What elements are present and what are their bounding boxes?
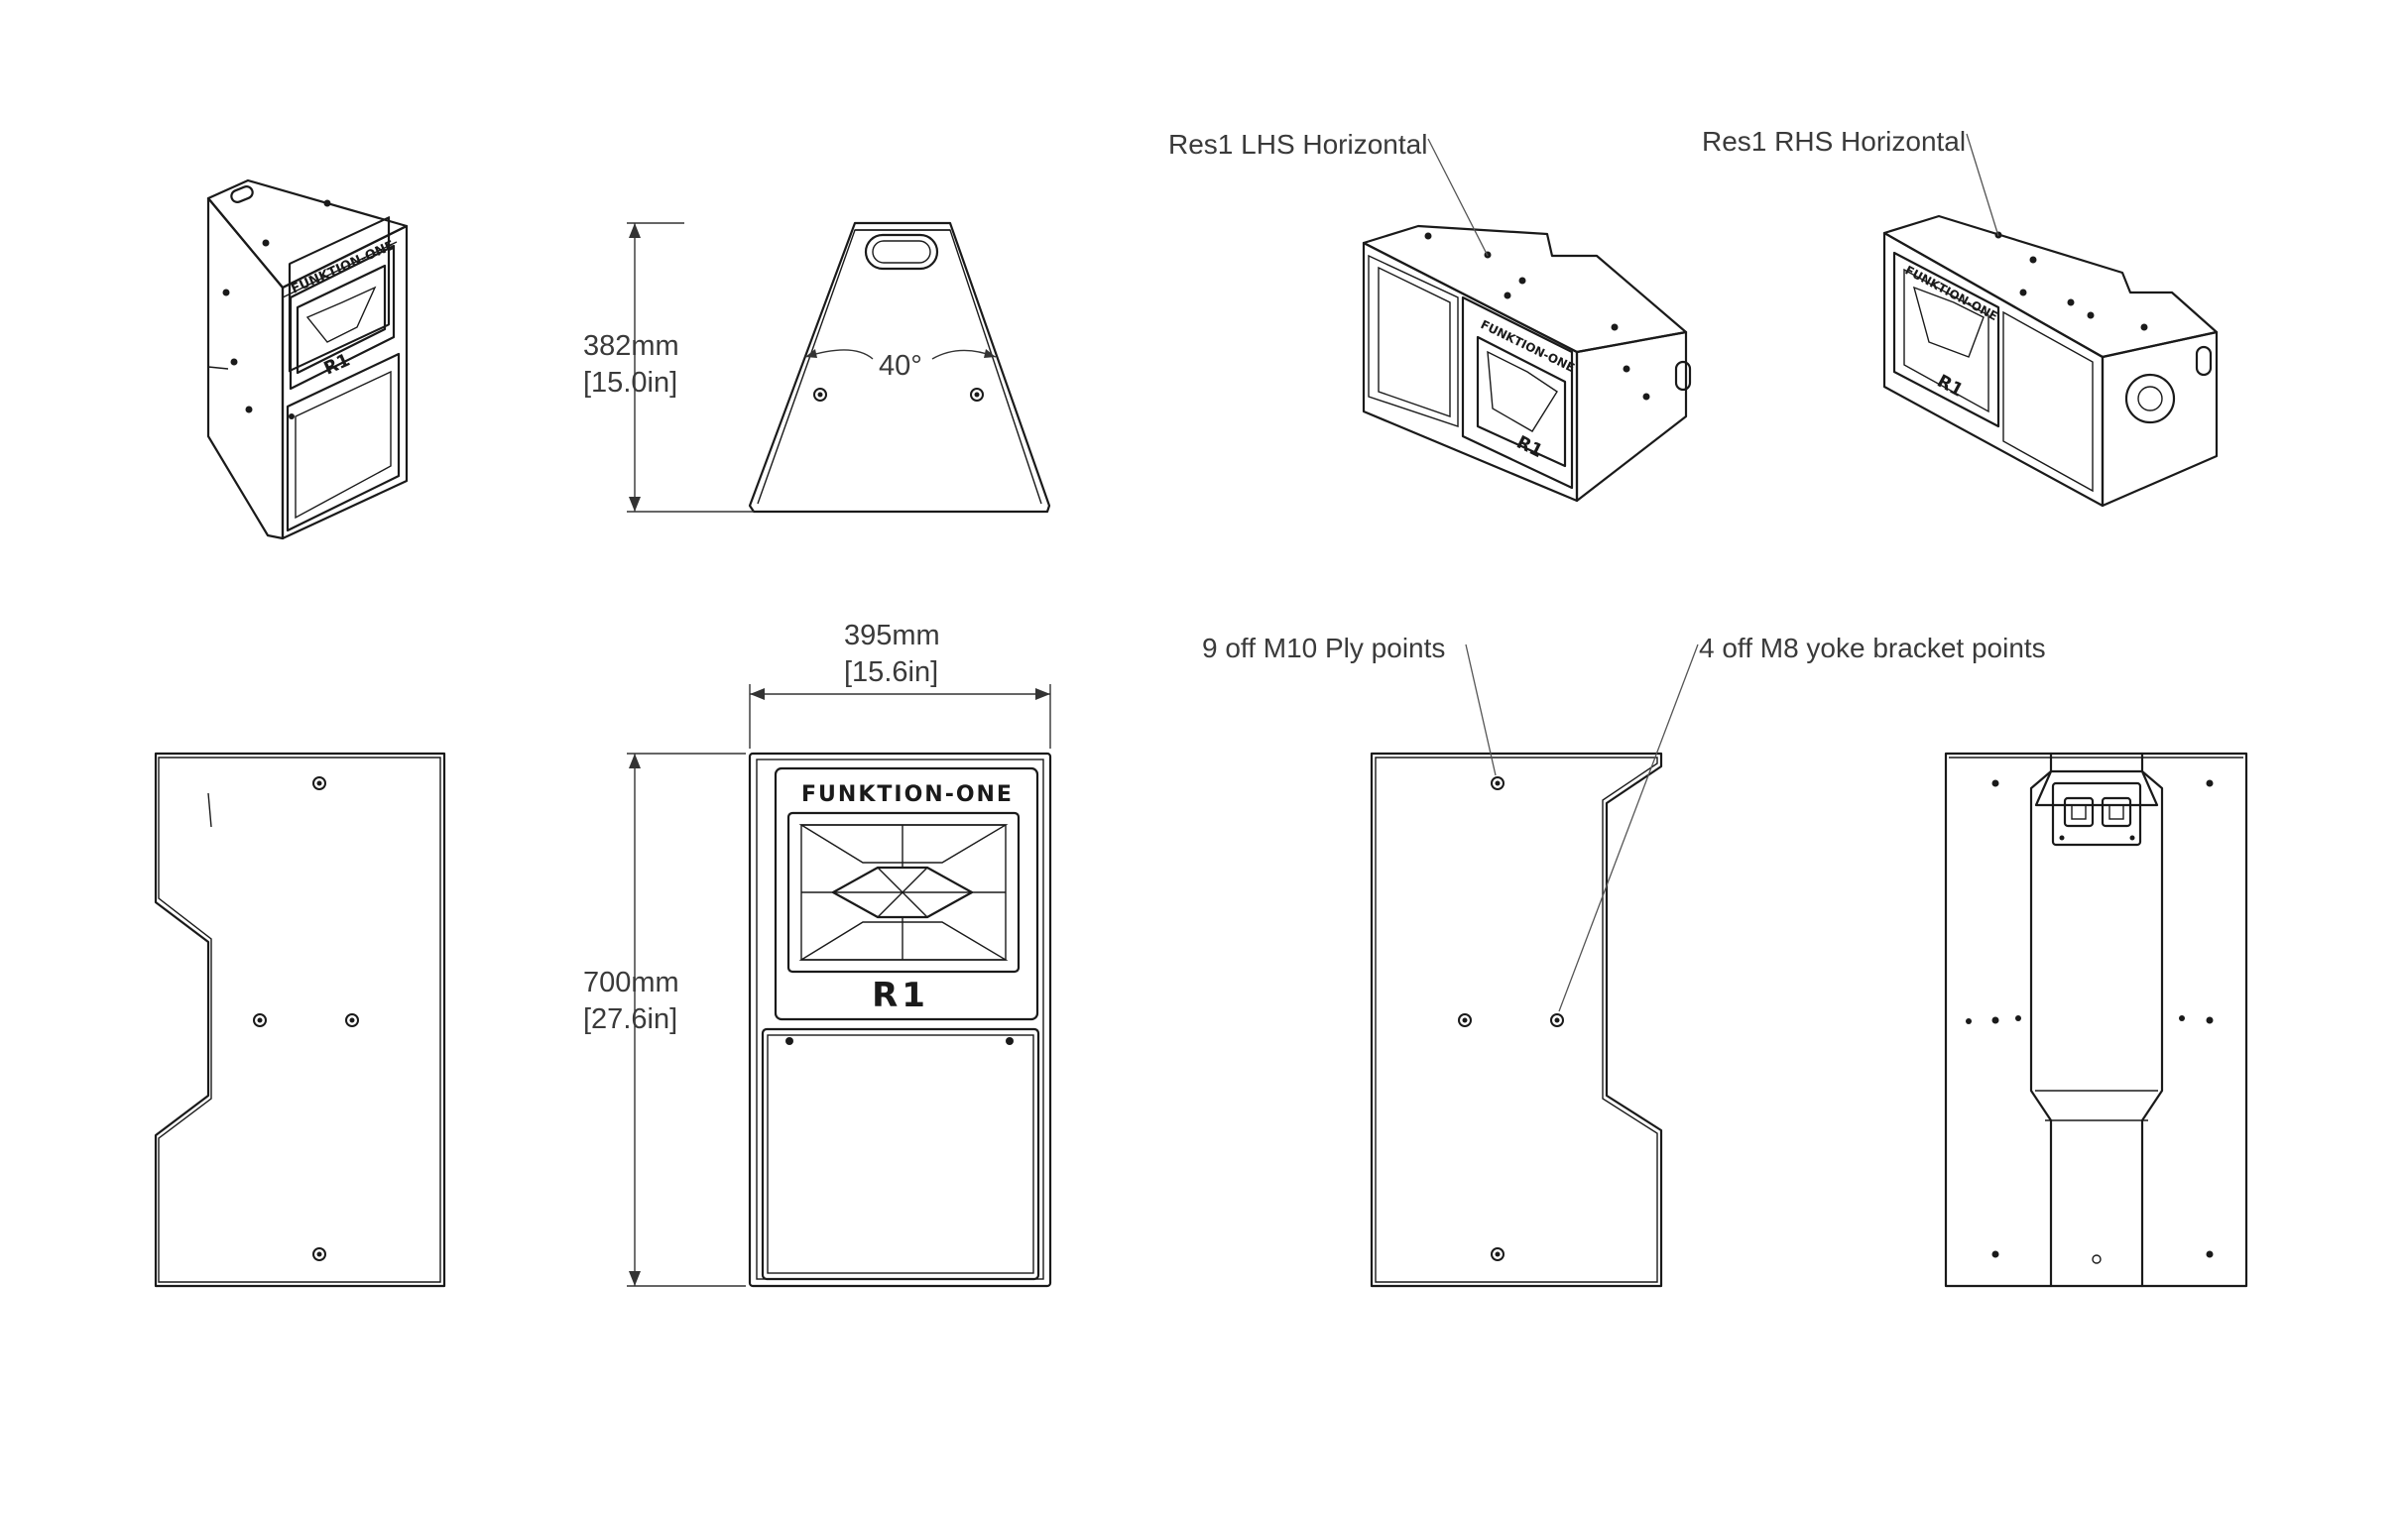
width-in-label: [15.6in] [844,656,938,688]
depth-dimension: 700mm [27.6in] [583,753,746,1287]
side-view-left [154,752,446,1288]
callout-lhs-label: Res1 LHS Horizontal [1168,129,1427,160]
width-dimension: 395mm [15.6in] [749,620,1051,749]
callout-yoke-points: 4 off M8 yoke bracket points [1558,633,2046,1012]
front-view: FUNKTION-ONE R1 [748,752,1052,1288]
callout-lhs: Res1 LHS Horizontal [1168,129,1489,257]
height-mm-label: 382mm [583,330,679,362]
callout-ply-label: 9 off M10 Ply points [1202,633,1445,663]
callout-rhs-label: Res1 RHS Horizontal [1702,126,1966,157]
trapezoid-side-view: 40° [748,221,1051,514]
depth-in-label: [27.6in] [583,1003,677,1035]
isometric-rhs-horizontal: FUNKTION-ONE R1 [1882,214,2219,508]
callout-rhs: Res1 RHS Horizontal [1702,126,1999,237]
side-view-right [1370,752,1663,1288]
front-model-label: R1 [872,976,929,1015]
lhs-model-label: R1 [1513,432,1546,462]
isometric-view-vertical: FUNKTION-ONE R1 [206,178,409,540]
depth-mm-label: 700mm [583,967,679,998]
front-brand-label: FUNKTION-ONE [801,782,1014,807]
angle-dimension-label: 40° [879,350,922,382]
isometric-lhs-horizontal: FUNKTION-ONE R1 [1362,224,1692,503]
width-mm-label: 395mm [844,620,940,651]
rear-view [1944,752,2248,1288]
height-in-label: [15.0in] [583,367,677,399]
callout-yoke-label: 4 off M8 yoke bracket points [1699,633,2046,663]
callout-ply-points: 9 off M10 Ply points [1202,633,1497,776]
height-dimension: 382mm [15.0in] [583,222,754,513]
